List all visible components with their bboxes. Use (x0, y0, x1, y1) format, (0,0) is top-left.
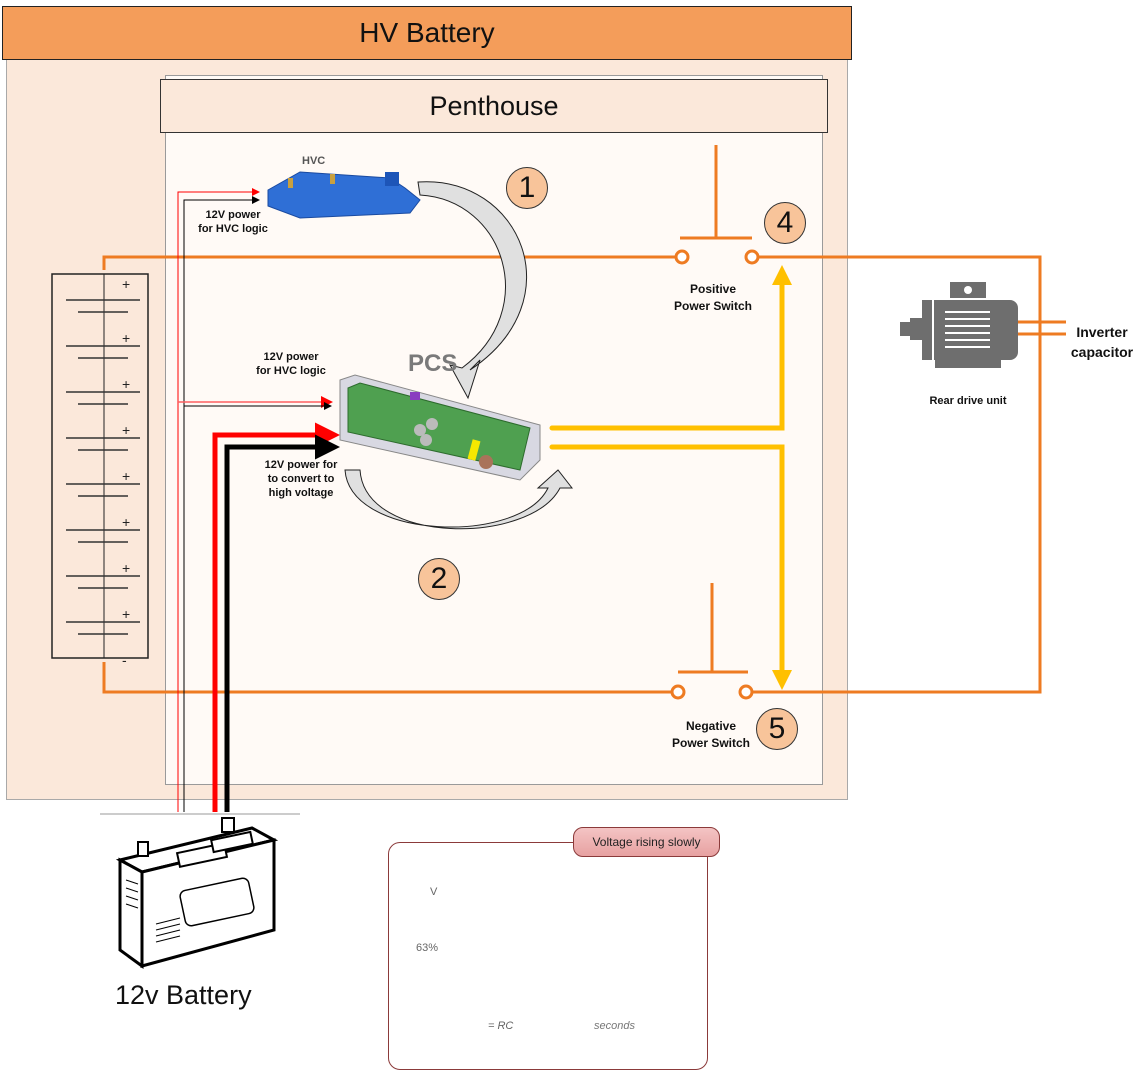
12v-wires (100, 188, 340, 815)
flow-arrow-pcs-out (344, 469, 574, 530)
negative-switch-contact-b (738, 684, 754, 700)
flow-arrow-hvc-to-pcs (417, 181, 527, 400)
step-badge-5: 5 (756, 708, 798, 750)
pcs-output-wires (549, 265, 792, 690)
cell-polarity-sign: + (122, 376, 131, 392)
graph-tag: Voltage rising slowly (573, 827, 720, 857)
hv-battery-title: HV Battery (2, 6, 852, 60)
negative-switch-contact-a (670, 684, 686, 700)
pcs-title: PCS (408, 350, 458, 377)
cell-polarity-sign: + (122, 514, 131, 530)
positive-switch-contact-a (674, 249, 690, 265)
graph-y-axis-label: V (430, 886, 438, 898)
12v-battery-image (115, 817, 279, 969)
step-badge-1: 1 (506, 167, 548, 209)
cell-polarity-sign: - (122, 652, 127, 668)
cell-polarity-sign: + (122, 606, 131, 622)
step-badge-2: 2 (418, 558, 460, 600)
cell-polarity-sign: + (122, 468, 131, 484)
hvc-module-image (267, 171, 421, 219)
graph-x-axis-label: seconds (594, 1020, 635, 1032)
hvc-title: HVC (302, 155, 326, 167)
pcs-module-image (339, 374, 541, 481)
graph-63-percent-label: 63% (416, 942, 439, 954)
cell-polarity-sign: + (122, 422, 131, 438)
graph-panel (388, 842, 708, 1070)
cell-polarity-sign: + (122, 330, 131, 346)
cell-polarity-sign: + (122, 276, 131, 292)
rear-drive-unit-label: Rear drive unit (929, 395, 1007, 407)
switch-contacts (670, 249, 760, 700)
rear-drive-unit-motor-icon (900, 282, 1018, 368)
cell-polarity-sign: + (122, 560, 131, 576)
hv-cell-stack (51, 273, 149, 659)
step-badge-4: 4 (764, 202, 806, 244)
penthouse-title: Penthouse (160, 79, 828, 133)
positive-switch-contact-b (744, 249, 760, 265)
hv-bus-wires (102, 145, 1066, 694)
12v-battery-label: 12v Battery (115, 980, 252, 1010)
graph-rc-label: = RC (488, 1020, 514, 1032)
